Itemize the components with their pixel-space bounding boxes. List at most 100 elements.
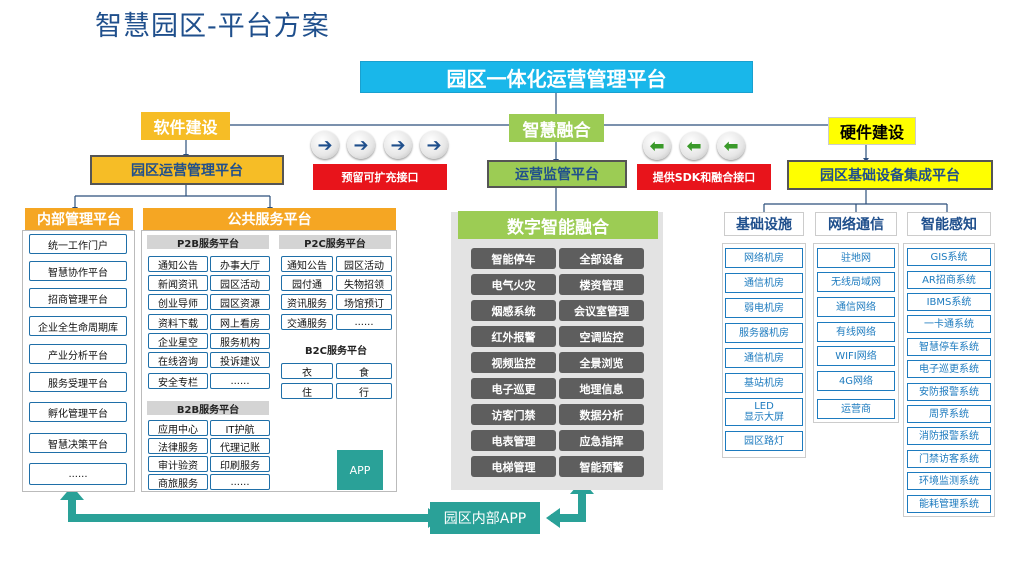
p2b-item[interactable]: 园区活动 [210, 275, 270, 291]
network-item[interactable]: 有线网络 [817, 322, 895, 342]
p2b-item[interactable]: ...... [210, 373, 270, 389]
p2c-item[interactable]: 通知公告 [281, 256, 333, 272]
infra-item[interactable]: 通信机房 [725, 348, 803, 368]
list-item[interactable]: 孵化管理平台 [29, 402, 127, 422]
b2b-item[interactable]: 商旅服务 [148, 474, 208, 490]
base-infra-title: 基础设施 [724, 212, 804, 236]
p2c-item[interactable]: ...... [336, 314, 392, 330]
p2b-item[interactable]: 园区资源 [210, 294, 270, 310]
p2b-item[interactable]: 通知公告 [148, 256, 208, 272]
fusion-item[interactable]: 楼资管理 [559, 274, 644, 295]
fusion-item[interactable]: 电子巡更 [471, 378, 556, 399]
p2c-item[interactable]: 场馆预订 [336, 294, 392, 310]
network-item[interactable]: WIFI网络 [817, 346, 895, 366]
p2b-item[interactable]: 在线咨询 [148, 352, 208, 368]
p2b-item[interactable]: 网上看房 [210, 314, 270, 330]
sensing-item[interactable]: AR招商系统 [907, 271, 991, 289]
sensing-item[interactable]: 智慧停车系统 [907, 338, 991, 356]
sensing-item[interactable]: 环境监测系统 [907, 472, 991, 490]
right-arrow-icon: ➔ [347, 131, 375, 159]
left-arrow-icon: ⬅ [717, 132, 745, 160]
sensing-item[interactable]: 安防报警系统 [907, 383, 991, 401]
network-item[interactable]: 4G网络 [817, 371, 895, 391]
sensing-item[interactable]: 门禁访客系统 [907, 450, 991, 468]
fusion-item[interactable]: 全景浏览 [559, 352, 644, 373]
fusion-item[interactable]: 应急指挥 [559, 430, 644, 451]
list-item[interactable]: 智慧协作平台 [29, 261, 127, 281]
infra-item[interactable]: LED 显示大屏 [725, 398, 803, 426]
list-item[interactable]: 产业分析平台 [29, 344, 127, 364]
p2b-item[interactable]: 新闻资讯 [148, 275, 208, 291]
sensing-item[interactable]: 周界系统 [907, 405, 991, 423]
fusion-item[interactable]: 地理信息 [559, 378, 644, 399]
b2b-item[interactable]: 审计验资 [148, 456, 208, 472]
list-item[interactable]: 招商管理平台 [29, 288, 127, 308]
sensing-item[interactable]: 电子巡更系统 [907, 360, 991, 378]
p2c-item[interactable]: 园付通 [281, 275, 333, 291]
network-panel [813, 243, 899, 423]
b2b-item[interactable]: 法律服务 [148, 438, 208, 454]
hardware-label: 硬件建设 [828, 117, 916, 145]
list-item[interactable]: 服务受理平台 [29, 372, 127, 392]
list-item[interactable]: 智慧决策平台 [29, 433, 127, 453]
p2c-item[interactable]: 失物招领 [336, 275, 392, 291]
b2c-item[interactable]: 行 [336, 383, 392, 399]
fusion-item[interactable]: 电梯管理 [471, 456, 556, 477]
sensing-item[interactable]: IBMS系统 [907, 293, 991, 311]
internal-app-box[interactable]: 园区内部APP [430, 502, 540, 534]
network-item[interactable]: 无线局域网 [817, 272, 895, 292]
fusion-item[interactable]: 访客门禁 [471, 404, 556, 425]
sensing-title: 智能感知 [907, 212, 991, 236]
fusion-item[interactable]: 数据分析 [559, 404, 644, 425]
sensing-item[interactable]: GIS系统 [907, 248, 991, 266]
p2b-item[interactable]: 安全专栏 [148, 373, 208, 389]
sensing-item[interactable]: 消防报警系统 [907, 427, 991, 445]
list-item[interactable]: 统一工作门户 [29, 234, 127, 254]
b2b-item[interactable]: 代理记账 [210, 438, 270, 454]
list-item[interactable]: ...... [29, 463, 127, 485]
app-box[interactable]: APP [337, 450, 383, 490]
p2b-item[interactable]: 资料下载 [148, 314, 208, 330]
p2c-item[interactable]: 园区活动 [336, 256, 392, 272]
fusion-item[interactable]: 智能预警 [559, 456, 644, 477]
sensing-item[interactable]: 一卡通系统 [907, 315, 991, 333]
infra-item[interactable]: 园区路灯 [725, 431, 803, 451]
p2b-item[interactable]: 企业星空 [148, 333, 208, 349]
p2b-item[interactable]: 创业导师 [148, 294, 208, 310]
fusion-item[interactable]: 空调监控 [559, 326, 644, 347]
infra-item[interactable]: 网络机房 [725, 248, 803, 268]
b2b-item[interactable]: IT护航 [210, 420, 270, 436]
software-label: 软件建设 [141, 112, 230, 140]
fusion-item[interactable]: 全部设备 [559, 248, 644, 269]
right-arrow-icon: ➔ [311, 131, 339, 159]
fusion-item[interactable]: 烟感系统 [471, 300, 556, 321]
b2c-item[interactable]: 食 [336, 363, 392, 379]
infra-item[interactable]: 基站机房 [725, 373, 803, 393]
infra-item[interactable]: 服务器机房 [725, 323, 803, 343]
b2c-item[interactable]: 住 [281, 383, 333, 399]
fusion-item[interactable]: 电气火灾 [471, 274, 556, 295]
fusion-item[interactable]: 红外报警 [471, 326, 556, 347]
p2c-item[interactable]: 交通服务 [281, 314, 333, 330]
list-item[interactable]: 企业全生命周期库 [29, 316, 127, 336]
network-item[interactable]: 通信网络 [817, 297, 895, 317]
network-title: 网络通信 [815, 212, 897, 236]
p2b-item[interactable]: 办事大厅 [210, 256, 270, 272]
fusion-item[interactable]: 视频监控 [471, 352, 556, 373]
network-item[interactable]: 运营商 [817, 399, 895, 419]
b2c-item[interactable]: 衣 [281, 363, 333, 379]
fusion-item[interactable]: 电表管理 [471, 430, 556, 451]
b2b-item[interactable]: 印刷服务 [210, 456, 270, 472]
p2b-item[interactable]: 服务机构 [210, 333, 270, 349]
infra-item[interactable]: 通信机房 [725, 273, 803, 293]
p2b-item[interactable]: 投诉建议 [210, 352, 270, 368]
fusion-item[interactable]: 会议室管理 [559, 300, 644, 321]
b2b-item[interactable]: 应用中心 [148, 420, 208, 436]
fusion-item[interactable]: 智能停车 [471, 248, 556, 269]
sensing-item[interactable]: 能耗管理系统 [907, 495, 991, 513]
p2c-item[interactable]: 资讯服务 [281, 294, 333, 310]
digital-fusion-title: 数字智能融合 [458, 211, 658, 239]
network-item[interactable]: 驻地网 [817, 248, 895, 268]
infra-item[interactable]: 弱电机房 [725, 298, 803, 318]
b2b-item[interactable]: ...... [210, 474, 270, 490]
